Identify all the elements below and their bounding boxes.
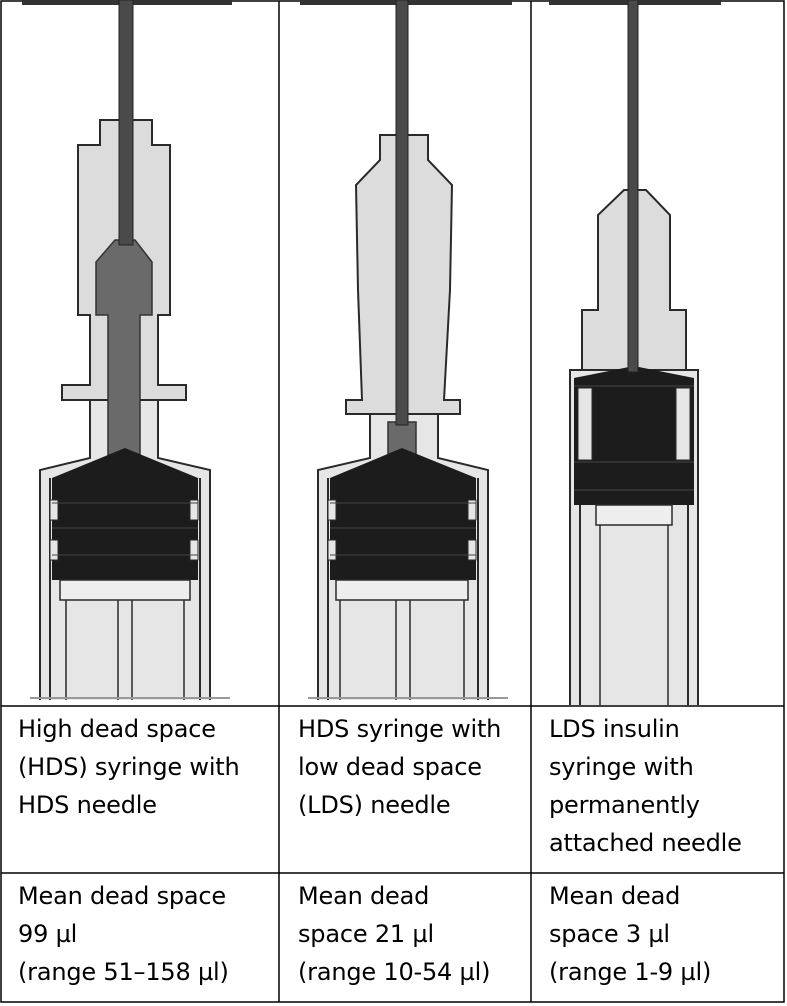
description-line: attached needle — [549, 829, 742, 857]
description-line: (HDS) syringe with — [18, 753, 240, 781]
dead-space-line: (range 10-54 µl) — [298, 958, 491, 986]
needle — [627, 0, 639, 373]
dead-space-region — [95, 239, 153, 456]
plunger-ridge-right-2 — [189, 539, 199, 561]
dead-space-line: (range 51–158 µl) — [18, 958, 229, 986]
description-line: LDS insulin — [549, 715, 680, 743]
plunger-ridge-left-1 — [327, 499, 337, 521]
dead-space-line: (range 1-9 µl) — [549, 958, 712, 986]
plunger-rod — [65, 600, 185, 700]
syringe-hds-hds — [22, 0, 232, 700]
description-line: HDS syringe with — [298, 715, 502, 743]
dead-space-cell-2: Mean dead space 21 µl (range 10-54 µl) — [298, 877, 490, 991]
plunger-rod — [599, 525, 669, 705]
plunger-rod-head — [335, 579, 469, 601]
plunger-rubber — [330, 448, 476, 580]
dead-space-line: space 21 µl — [298, 920, 434, 948]
needle — [395, 0, 409, 426]
plunger-gap-right — [675, 387, 691, 461]
plunger-ridge-left-2 — [327, 539, 337, 561]
description-cell-2: HDS syringe with low dead space (LDS) ne… — [298, 710, 501, 824]
description-line: High dead space — [18, 715, 216, 743]
dead-space-line: space 3 µl — [549, 920, 670, 948]
needle — [118, 0, 134, 246]
description-cell-3: LDS insulin syringe with permanently att… — [549, 710, 742, 862]
plunger-ridge-left-2 — [49, 539, 59, 561]
dead-space-cell-1: Mean dead space 99 µl (range 51–158 µl) — [18, 877, 229, 991]
description-line: permanently — [549, 791, 700, 819]
dead-space-cell-3: Mean dead space 3 µl (range 1-9 µl) — [549, 877, 711, 991]
plunger-rod — [339, 600, 465, 700]
description-line: (LDS) needle — [298, 791, 451, 819]
plunger-rod-head — [59, 579, 191, 601]
dead-space-line: Mean dead — [298, 882, 430, 910]
syringe-lds-insulin — [549, 0, 721, 705]
dead-space-line: Mean dead space — [18, 882, 226, 910]
description-cell-1: High dead space (HDS) syringe with HDS n… — [18, 710, 240, 824]
description-line: syringe with — [549, 753, 694, 781]
plunger-ridge-right-1 — [189, 499, 199, 521]
description-line: low dead space — [298, 753, 482, 781]
plunger-ridge-left-1 — [49, 499, 59, 521]
plunger-rubber — [52, 448, 198, 580]
plunger-ridge-right-2 — [467, 539, 477, 561]
plunger-gap-left — [577, 387, 593, 461]
plunger-ridge-right-1 — [467, 499, 477, 521]
syringe-hds-lds — [300, 0, 512, 700]
dead-space-line: Mean dead — [549, 882, 681, 910]
plunger-rod-head — [595, 504, 673, 526]
description-line: HDS needle — [18, 791, 157, 819]
plunger-rubber — [574, 366, 694, 505]
dead-space-line: 99 µl — [18, 920, 78, 948]
